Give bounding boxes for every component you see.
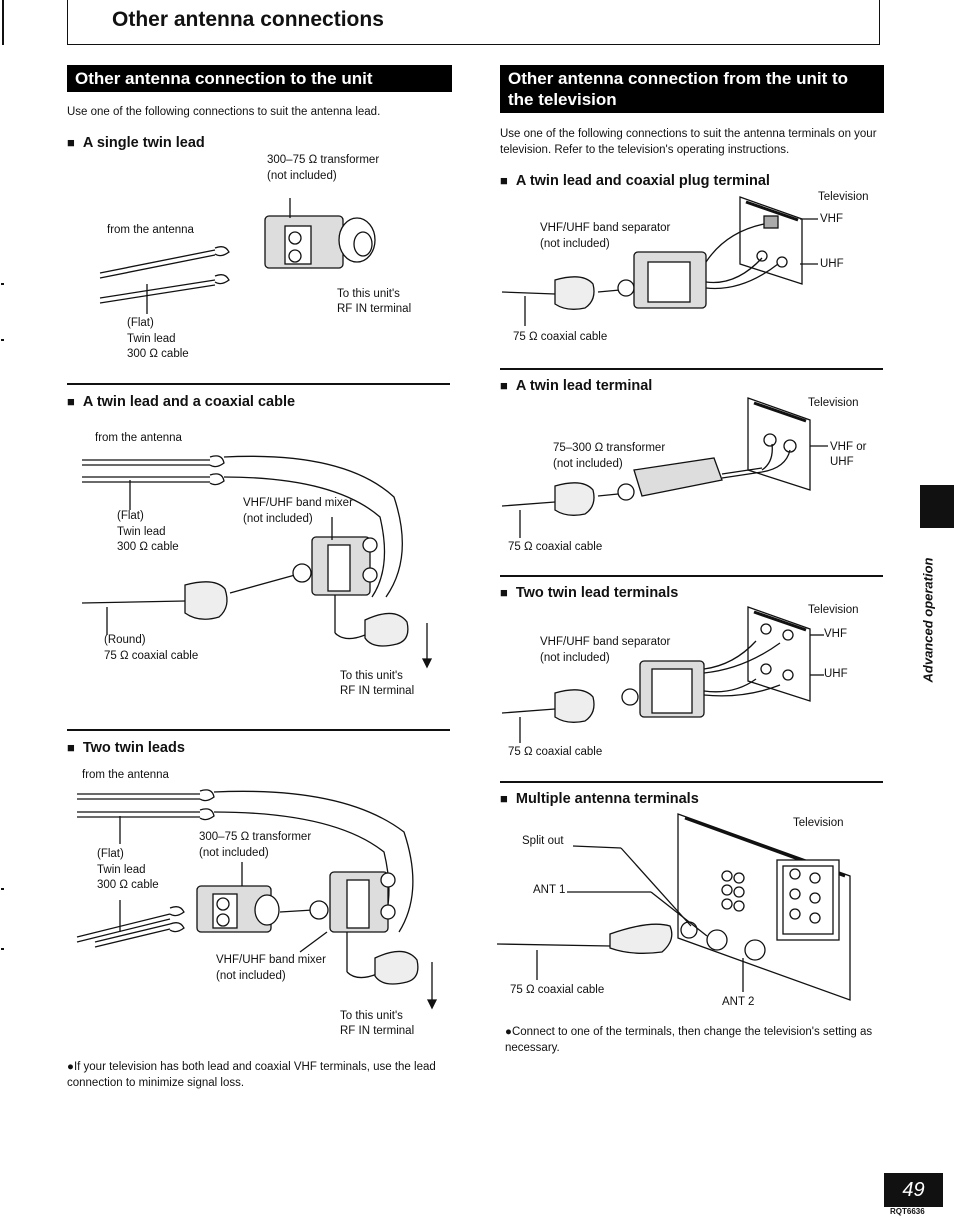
label-separator: VHF/UHF band separator: [540, 636, 671, 648]
label-mixer: VHF/UHF band mixer: [216, 954, 326, 966]
right-intro: Use one of the following connections to …: [500, 128, 877, 156]
label-coax: 75 Ω coaxial cable: [104, 650, 199, 662]
label-coax: 75 Ω coaxial cable: [508, 541, 603, 553]
divider: [67, 383, 450, 385]
divider: [500, 575, 883, 577]
heading-twin-lead-terminal: A twin lead terminal: [500, 378, 652, 394]
label-coax: 75 Ω coaxial cable: [508, 746, 603, 758]
label-flat: (Flat): [127, 317, 154, 329]
label-twin-lead: Twin lead: [97, 864, 146, 876]
label-not-included: (not included): [267, 170, 337, 182]
heading-plug-terminal: A twin lead and coaxial plug terminal: [500, 173, 770, 189]
label-vhf-or: VHF or: [830, 441, 867, 453]
heading-two-twin-leads: Two twin leads: [67, 740, 185, 756]
margin-dot: [1, 948, 4, 950]
label-ant2: ANT 2: [722, 996, 755, 1008]
document-code: RQT6636: [890, 1207, 925, 1216]
label-to-unit: To this unit's: [337, 288, 400, 300]
label-not-included: (not included): [553, 458, 623, 470]
divider: [500, 781, 883, 783]
left-section-header: Other antenna connection to the unit: [67, 65, 452, 92]
right-note: ●Connect to one of the terminals, then c…: [505, 1026, 873, 1054]
label-not-included-2: (not included): [216, 970, 286, 982]
label-television: Television: [808, 604, 859, 616]
label-to-unit: To this unit's: [340, 1010, 403, 1022]
label-not-included: (not included): [199, 847, 269, 859]
label-to-unit: To this unit's: [340, 670, 403, 682]
margin-dot: [1, 888, 4, 890]
twin-lead-coax-diagram: [81, 455, 433, 669]
label-coax: 75 Ω coaxial cable: [513, 331, 608, 343]
label-flat: (Flat): [117, 510, 144, 522]
label-rf-in: RF IN terminal: [337, 303, 412, 315]
heading-two-twin-lead-terminals: Two twin lead terminals: [500, 585, 678, 601]
heading-twin-lead-coax: A twin lead and a coaxial cable: [67, 394, 295, 410]
label-uhf: UHF: [830, 456, 854, 468]
single-twin-lead-diagram: [99, 198, 395, 314]
label-from-antenna: from the antenna: [95, 432, 182, 444]
label-transformer: 300–75 Ω transformer: [199, 831, 312, 843]
label-coax: 75 Ω coaxial cable: [510, 984, 605, 996]
heading-multiple-antenna-terminals: Multiple antenna terminals: [500, 791, 699, 807]
label-split-out: Split out: [522, 835, 564, 847]
label-cable-300: 300 Ω cable: [117, 541, 179, 553]
multiple-antenna-terminals-diagram: [496, 813, 851, 1001]
label-ant1: ANT 1: [533, 884, 566, 896]
title-frame: [67, 0, 880, 45]
label-round: (Round): [104, 634, 146, 646]
left-note: ●If your television has both lead and co…: [67, 1061, 436, 1089]
label-twin-lead: Twin lead: [117, 526, 166, 538]
margin-dot: [1, 283, 4, 285]
two-twin-lead-terminals-diagram: [501, 606, 824, 743]
label-from-antenna: from the antenna: [107, 224, 194, 236]
label-vhf: VHF: [820, 213, 843, 225]
label-vhf: VHF: [824, 628, 847, 640]
label-transformer: 75–300 Ω transformer: [553, 442, 666, 454]
margin-bar: [2, 0, 4, 45]
side-tab-block: [920, 485, 954, 528]
label-not-included: (not included): [540, 238, 610, 250]
divider: [67, 729, 450, 731]
label-rf-in: RF IN terminal: [340, 1025, 415, 1037]
label-cable: 300 Ω cable: [127, 348, 189, 360]
left-intro: Use one of the following connections to …: [67, 106, 381, 118]
margin-dot: [1, 339, 4, 341]
label-cable-300: 300 Ω cable: [97, 879, 159, 891]
label-from-antenna: from the antenna: [82, 769, 169, 781]
page-number: 49: [884, 1173, 943, 1207]
page-title: Other antenna connections: [112, 8, 384, 31]
label-twin-lead: Twin lead: [127, 333, 176, 345]
right-section-header: Other antenna connection from the unit t…: [500, 65, 884, 113]
divider: [500, 368, 883, 370]
heading-single-twin-lead: A single twin lead: [67, 135, 205, 151]
label-mixer: VHF/UHF band mixer: [243, 497, 353, 509]
side-tab-label: Advanced operation: [920, 557, 936, 683]
label-not-included: (not included): [243, 513, 313, 525]
label-separator: VHF/UHF band separator: [540, 222, 671, 234]
label-television: Television: [793, 817, 844, 829]
two-twin-leads-diagram: [76, 789, 438, 1010]
label-uhf: UHF: [820, 258, 844, 270]
label-television: Television: [808, 397, 859, 409]
label-not-included: (not included): [540, 652, 610, 664]
label-flat: (Flat): [97, 848, 124, 860]
label-television: Television: [818, 191, 869, 203]
twin-lead-terminal-diagram: [501, 397, 828, 538]
label-uhf: UHF: [824, 668, 848, 680]
label-transformer: 300–75 Ω transformer: [267, 154, 380, 166]
label-rf-in: RF IN terminal: [340, 685, 415, 697]
plug-terminal-diagram: [501, 196, 818, 326]
